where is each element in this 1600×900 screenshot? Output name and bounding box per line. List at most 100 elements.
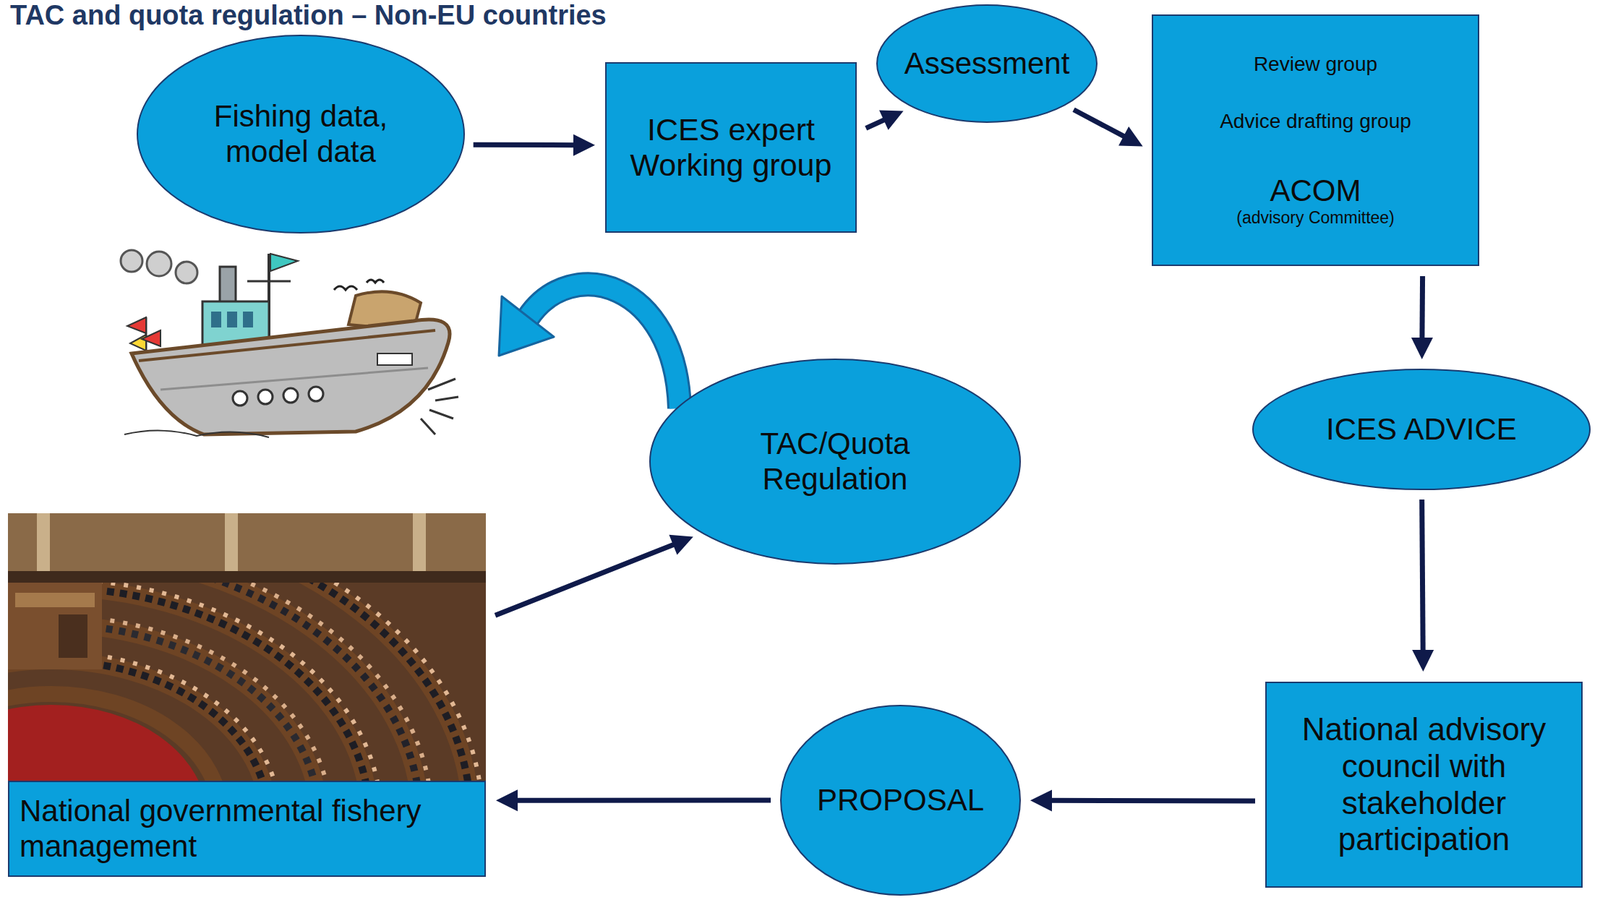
arrow-head — [573, 134, 596, 157]
fishing-boat-part — [242, 311, 254, 328]
arrow-head — [1411, 337, 1433, 360]
arrow-line — [1422, 499, 1424, 655]
flow-arrow — [1411, 276, 1433, 360]
fishing-boat-part — [130, 334, 147, 351]
parliament-photo — [7, 513, 486, 781]
ellipse-shape — [1252, 369, 1590, 490]
parliament-photo-part-part — [7, 587, 370, 781]
fishing-boat-part — [377, 353, 413, 366]
management-box: National governmental fishery management — [7, 513, 486, 877]
flow-arrow — [495, 535, 694, 616]
ellipse-shape — [876, 5, 1097, 123]
parliament-photo-part-part — [7, 652, 280, 781]
arrow-head — [1030, 789, 1052, 812]
node-text-group: TAC/Quota Regulation — [686, 426, 984, 497]
flow-arrow — [473, 134, 596, 157]
node-label: TAC/Quota Regulation — [686, 426, 984, 497]
node-label: National governmental fishery management — [19, 793, 425, 864]
node-text-group: Review groupAdvice drafting groupACOM(ad… — [1219, 52, 1412, 228]
arrow-head — [495, 789, 518, 812]
fishing-boat-part — [420, 378, 459, 435]
fishing-boat-part — [146, 251, 172, 277]
ellipse-shape — [137, 35, 465, 233]
arrow-line — [513, 798, 771, 804]
parliament-photo-part — [15, 592, 95, 608]
parliament-photo-part-part — [7, 551, 421, 781]
diagram-title: TAC and quota regulation – Non-EU countr… — [10, 0, 607, 32]
arrow-head — [1412, 649, 1434, 672]
fishing-boat-part — [211, 311, 222, 328]
arrow-head — [668, 535, 693, 556]
fishing-boat-part — [141, 330, 161, 347]
fishing-boat-part — [270, 253, 298, 272]
parliament-photo-part — [412, 513, 426, 580]
process-box: ICES expert Working group — [605, 62, 857, 233]
ellipse-shape — [780, 705, 1021, 896]
node-label: ACOM — [1219, 173, 1412, 209]
node-label: ICES expert Working group — [616, 112, 846, 184]
parliament-photo-part-part — [7, 660, 269, 781]
label-band: National governmental fishery management — [7, 780, 486, 877]
parliament-photo-part-part — [7, 587, 370, 781]
arrow-line — [495, 542, 678, 616]
flow-arrow — [866, 109, 904, 130]
curved-feedback-arrow-part — [527, 284, 680, 409]
node-text-group: PROPOSAL — [816, 783, 985, 818]
ellipse-shape — [649, 359, 1021, 564]
parliament-photo-part-part — [7, 551, 421, 781]
fishing-boat-part — [308, 386, 324, 402]
parliament-photo-part — [224, 513, 238, 580]
node-text-group: National governmental fishery management — [19, 793, 425, 864]
parliament-photo-part — [7, 513, 486, 580]
node-text-group: Assessment — [904, 46, 1071, 81]
flow-arrow — [1073, 109, 1144, 147]
curved-feedback-arrow — [498, 284, 680, 409]
fishing-boat-part — [131, 319, 450, 435]
curved-feedback-arrow-part — [498, 296, 554, 356]
fishing-boat — [120, 250, 459, 438]
proposal-ellipse: PROPOSAL — [780, 705, 1021, 896]
parliament-photo-part-part — [7, 660, 269, 781]
arrow-line — [473, 142, 578, 149]
fishing-boat-part — [334, 286, 358, 290]
parliament-photo-part — [36, 513, 50, 580]
flow-arrow — [495, 789, 771, 812]
data-source-ellipse: Fishing data, model data — [137, 35, 465, 233]
fishing-boat-part — [258, 389, 273, 405]
fishing-boat-part — [247, 280, 291, 283]
node-label: National advisory council with stakehold… — [1276, 711, 1572, 858]
node-text-group: National advisory council with stakehold… — [1276, 711, 1572, 858]
node-label: Assessment — [904, 46, 1071, 81]
fishing-boat-part — [232, 391, 248, 406]
curved-feedback-arrow-part — [527, 284, 680, 409]
process-ellipse: Assessment — [876, 5, 1097, 123]
arrow-line — [1419, 276, 1426, 342]
parliament-photo-part — [7, 571, 486, 583]
arrow-line — [1073, 109, 1128, 139]
regulation-ellipse: TAC/Quota Regulation — [649, 359, 1021, 564]
node-label: Advice drafting group — [1219, 109, 1412, 134]
node-text-group: ICES expert Working group — [616, 112, 846, 184]
fishing-boat-part — [175, 261, 198, 284]
node-text-group: ICES ADVICE — [1325, 412, 1517, 447]
advice-ellipse: ICES ADVICE — [1252, 369, 1590, 490]
node-text-group: Fishing data, model data — [169, 99, 432, 170]
fishing-boat-part — [127, 317, 147, 334]
parliament-photo-part-part — [7, 579, 382, 781]
node-label: (advisory Committee) — [1219, 208, 1412, 228]
fishing-boat-part — [366, 279, 384, 283]
fishing-boat-part — [283, 388, 298, 403]
arrow-head — [1118, 126, 1144, 147]
fishing-boat-part — [124, 430, 269, 438]
council-box: National advisory council with stakehold… — [1265, 681, 1583, 888]
flow-arrow — [1412, 499, 1434, 672]
parliament-photo-part — [58, 614, 88, 658]
parliament-photo-part — [7, 704, 207, 781]
node-label: Fishing data, model data — [169, 99, 432, 170]
fishing-boat-part — [227, 311, 238, 328]
committee-box: Review groupAdvice drafting groupACOM(ad… — [1151, 14, 1480, 267]
fishing-boat-part — [120, 250, 143, 272]
arrow-line — [1047, 798, 1256, 804]
fishing-boat-part — [160, 368, 429, 390]
parliament-photo-part-part — [7, 694, 222, 781]
